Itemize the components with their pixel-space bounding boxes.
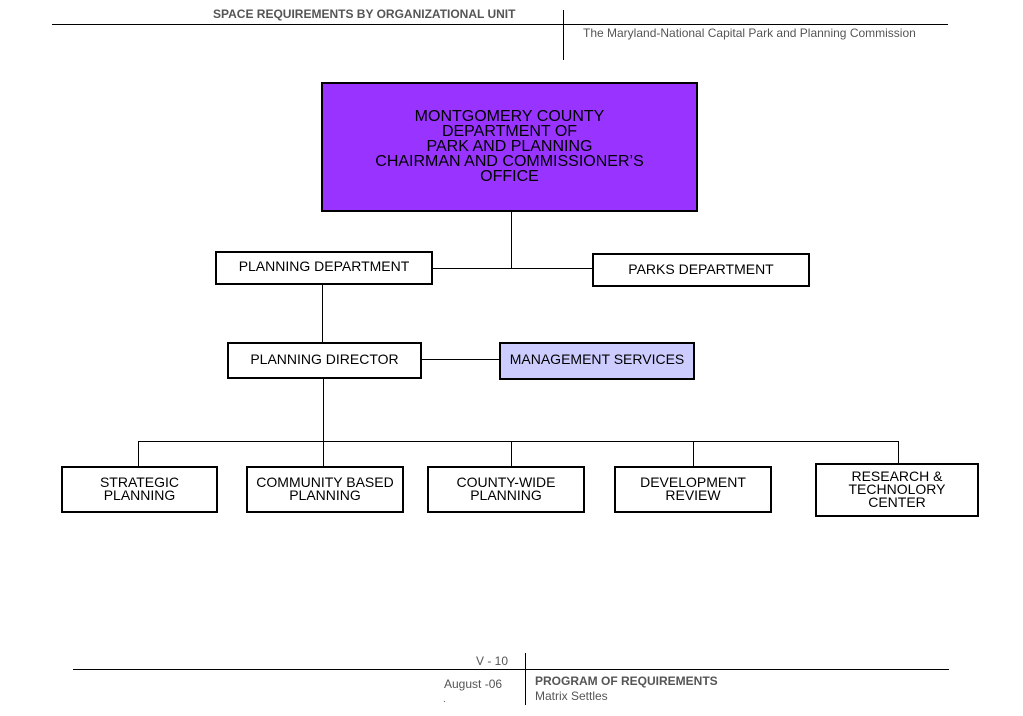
box-research-technology-center: RESEARCH & TECHNOLORY CENTER <box>815 463 979 517</box>
box-county-wide-planning: COUNTY-WIDE PLANNING <box>427 466 585 513</box>
header-title: SPACE REQUIREMENTS BY ORGANIZATIONAL UNI… <box>213 7 516 21</box>
footer-rule <box>73 669 949 670</box>
box-parks-department: PARKS DEPARTMENT <box>592 253 810 287</box>
box-development-review: DEVELOPMENT REVIEW <box>614 466 772 513</box>
footer-firm: Matrix Settles <box>535 689 608 703</box>
box-community-based-planning: COMMUNITY BASED PLANNING <box>246 466 404 513</box>
header-divider <box>563 10 564 60</box>
connector-director-to-management <box>421 359 500 360</box>
box-parks-department-label: PARKS DEPARTMENT <box>628 261 774 277</box>
box-planning-department: PLANNING DEPARTMENT <box>215 251 433 285</box>
box-chairman-office: MONTGOMERY COUNTY DEPARTMENT OF PARK AND… <box>321 82 698 212</box>
footer-program-title: PROGRAM OF REQUIREMENTS <box>535 674 718 688</box>
box-strategic-planning: STRATEGIC PLANNING <box>61 466 218 513</box>
footer-date: August -06 <box>444 677 503 691</box>
box-planning-director: PLANNING DIRECTOR <box>227 342 422 379</box>
box-development-review-label: DEVELOPMENT REVIEW <box>640 474 746 503</box>
box-planning-department-label: PLANNING DEPARTMENT <box>238 258 410 274</box>
box-management-services: MANAGEMENT SERVICES <box>499 342 695 380</box>
box-strategic-planning-label: STRATEGIC PLANNING <box>99 474 180 503</box>
box-community-based-planning-label: COMMUNITY BASED PLANNING <box>256 474 394 503</box>
footer-page-number: V - 10 <box>476 654 509 668</box>
connector-division-5 <box>898 441 899 464</box>
footer-divider <box>525 653 526 705</box>
connector-planning-to-director <box>322 285 323 342</box>
header-rule <box>52 24 948 25</box>
box-management-services-label: MANAGEMENT SERVICES <box>509 351 685 367</box>
connector-division-4 <box>693 441 694 467</box>
connector-divisions-bus <box>138 441 899 442</box>
footer-mark: . <box>443 694 446 705</box>
connector-division-3 <box>511 441 512 467</box>
box-research-technology-center-label: RESEARCH & TECHNOLORY CENTER <box>848 468 946 510</box>
connector-top-down <box>511 211 512 269</box>
connector-departments <box>432 268 593 269</box>
box-chairman-office-label: MONTGOMERY COUNTY DEPARTMENT OF PARK AND… <box>375 108 644 185</box>
connector-director-down <box>323 378 324 467</box>
box-planning-director-label: PLANNING DIRECTOR <box>250 351 399 367</box>
header-organization: The Maryland-National Capital Park and P… <box>583 26 916 40</box>
connector-division-1 <box>138 441 139 467</box>
box-county-wide-planning-label: COUNTY-WIDE PLANNING <box>456 474 556 503</box>
